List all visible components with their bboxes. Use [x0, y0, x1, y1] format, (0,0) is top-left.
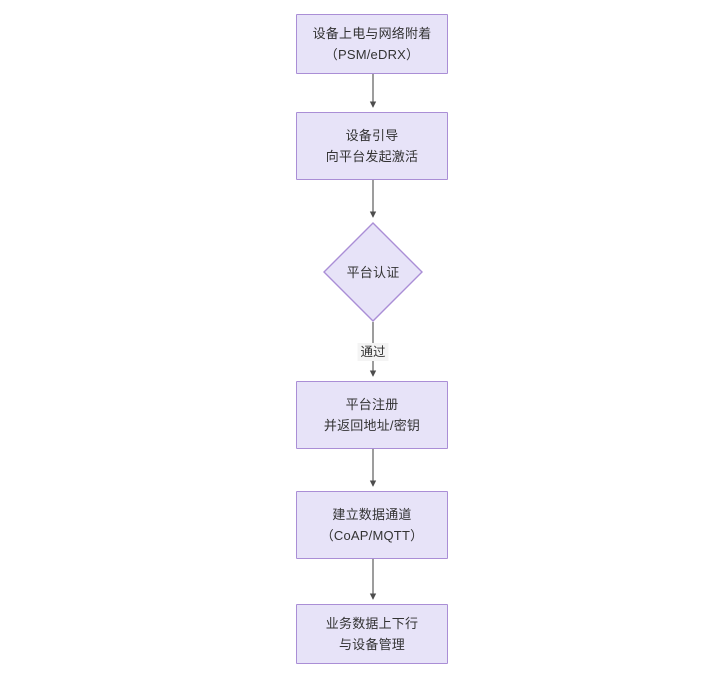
node-platform-auth-label: 平台认证	[346, 264, 400, 280]
diamond-shape	[323, 222, 423, 322]
node-power-on-label: 设备上电与网络附着 （PSM/eDRX）	[312, 26, 432, 62]
edge-label-pass: 通过	[357, 343, 389, 361]
node-data-channel-label: 建立数据通道 （CoAP/MQTT）	[320, 507, 424, 543]
node-platform-register-label: 平台注册 并返回地址/密钥	[323, 397, 421, 433]
node-platform-register[interactable]: 平台注册 并返回地址/密钥	[296, 381, 448, 449]
node-service-data[interactable]: 业务数据上下行 与设备管理	[296, 604, 448, 664]
node-device-bootstrap-label: 设备引导 向平台发起激活	[325, 128, 419, 164]
node-data-channel[interactable]: 建立数据通道 （CoAP/MQTT）	[296, 491, 448, 559]
node-device-bootstrap[interactable]: 设备引导 向平台发起激活	[296, 112, 448, 180]
node-platform-auth[interactable]: 平台认证	[323, 222, 423, 322]
node-power-on[interactable]: 设备上电与网络附着 （PSM/eDRX）	[296, 14, 448, 74]
node-service-data-label: 业务数据上下行 与设备管理	[325, 616, 419, 652]
